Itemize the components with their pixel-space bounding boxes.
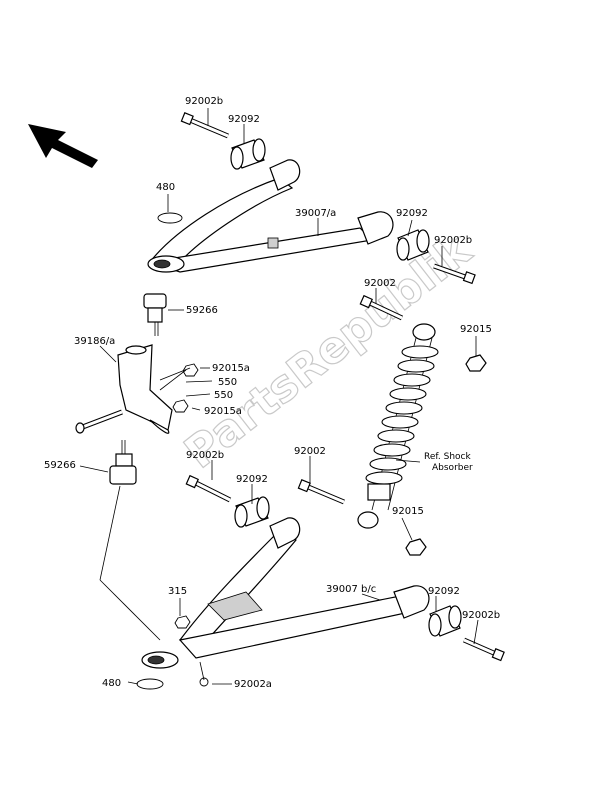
lower-bolt-92002b-mid bbox=[185, 474, 232, 503]
lower-a-arm bbox=[141, 517, 430, 687]
label-92002-mid: 92002 bbox=[294, 446, 326, 457]
label-480-top: 480 bbox=[156, 182, 175, 193]
label-92002-top: 92002 bbox=[364, 278, 396, 289]
part-labels: 92002b 92092 480 39007/a 92092 92002b 92… bbox=[44, 96, 500, 690]
shock-bolt-92002-top bbox=[359, 294, 404, 321]
shock-absorber bbox=[357, 323, 439, 529]
lower-bushing-92092 bbox=[234, 496, 270, 528]
circlip-480-bottom bbox=[136, 678, 164, 690]
upper-bushing-92092 bbox=[230, 138, 266, 170]
label-92015-mid: 92015 bbox=[392, 506, 424, 517]
label-92002b-mid: 92002b bbox=[186, 450, 224, 461]
shock-nut-92015-bottom bbox=[405, 538, 427, 556]
label-ref-shock-line1: Ref. Shock bbox=[424, 452, 471, 462]
label-92092-right-top: 92092 bbox=[396, 208, 428, 219]
upper-bolt-92002b bbox=[180, 112, 229, 139]
label-92002b-bottom-right: 92002b bbox=[462, 610, 500, 621]
label-92015a-bottom: 92015a bbox=[204, 406, 242, 417]
front-direction-arrow-icon bbox=[28, 124, 98, 168]
steering-knuckle-39186a bbox=[75, 344, 173, 434]
ball-joint-59266-bottom bbox=[109, 440, 137, 485]
label-59266-bottom: 59266 bbox=[44, 460, 76, 471]
label-39007a: 39007/a bbox=[295, 208, 336, 219]
label-92002a: 92002a bbox=[234, 679, 272, 690]
nut-315 bbox=[174, 615, 191, 629]
label-315: 315 bbox=[168, 586, 187, 597]
lower-right-bolt-92002b bbox=[462, 637, 505, 662]
label-39186a: 39186/a bbox=[74, 336, 115, 347]
ball-joint-59266-top bbox=[143, 293, 167, 336]
cotter-pin-550-top bbox=[185, 380, 213, 383]
bolt-92002a-shaft bbox=[199, 677, 209, 687]
label-550-top: 550 bbox=[218, 377, 237, 388]
label-39007bc: 39007 b/c bbox=[326, 584, 376, 595]
upper-a-arm bbox=[147, 159, 394, 273]
upper-right-bushing-92092 bbox=[396, 229, 430, 261]
label-92015-right-top: 92015 bbox=[460, 324, 492, 335]
upper-right-bolt-92002b bbox=[433, 263, 476, 285]
leader-lines bbox=[79, 108, 479, 685]
shock-bolt-92002-mid bbox=[297, 479, 345, 505]
label-92015a-top: 92015a bbox=[212, 363, 250, 374]
label-92002b-right-top: 92002b bbox=[434, 235, 472, 246]
label-550-bottom: 550 bbox=[214, 390, 233, 401]
label-92092-top: 92092 bbox=[228, 114, 260, 125]
label-ref-shock-line2: Absorber bbox=[432, 463, 473, 473]
label-92092-mid: 92092 bbox=[236, 474, 268, 485]
circlip-480-top bbox=[157, 212, 183, 224]
label-59266-top: 59266 bbox=[186, 305, 218, 316]
shock-nut-92015-top bbox=[465, 354, 487, 372]
label-480-bottom: 480 bbox=[102, 678, 121, 689]
lower-right-bushing-92092 bbox=[428, 605, 462, 637]
label-92092-bottom-right: 92092 bbox=[428, 586, 460, 597]
label-92002b-top: 92002b bbox=[185, 96, 223, 107]
cotter-pin-550-bottom bbox=[185, 393, 211, 397]
nut-92015a-bottom bbox=[172, 399, 189, 413]
